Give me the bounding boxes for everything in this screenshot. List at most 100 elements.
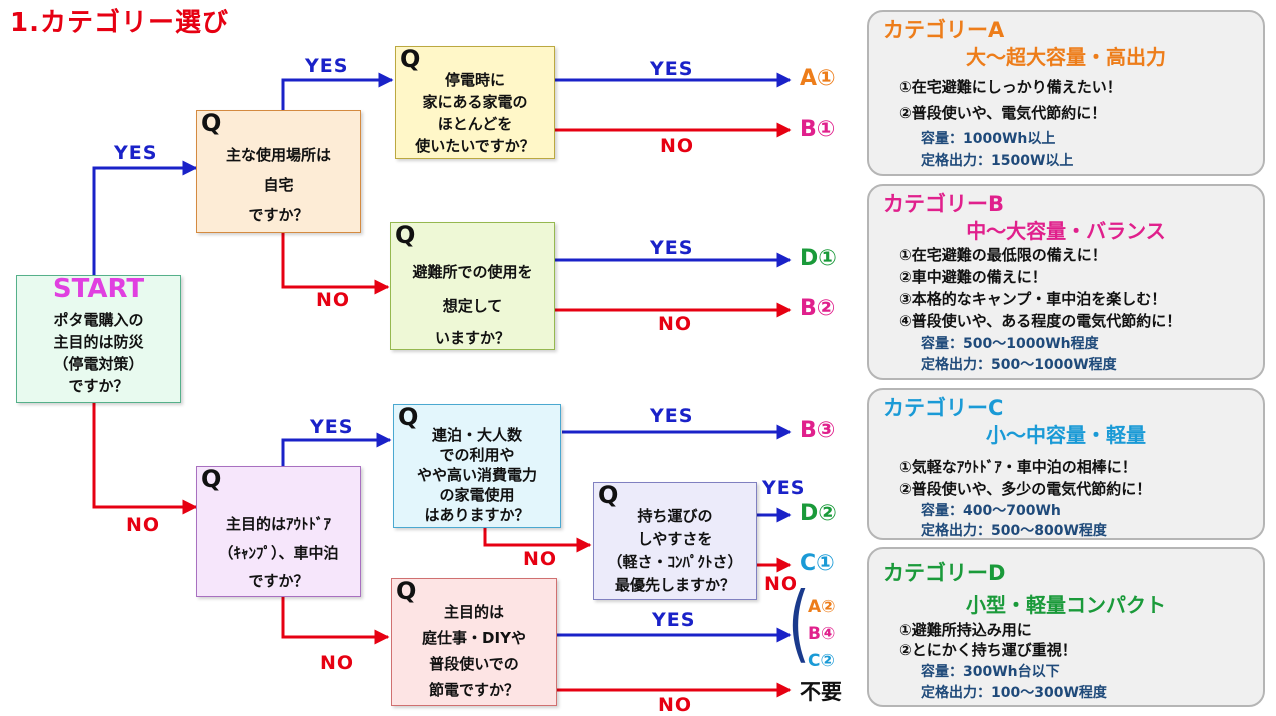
category-c-subtitle: 小～中容量・軽量 bbox=[986, 423, 1146, 447]
category-b-heading: カテゴリーB bbox=[883, 192, 1005, 216]
outdoor-yes-line bbox=[281, 432, 392, 466]
q-mark: Q bbox=[398, 403, 419, 431]
category-b-line-1: ①在宅避難の最低限の備えに！ bbox=[899, 246, 1107, 264]
q-mark: Q bbox=[201, 465, 222, 493]
question-multi-text-2: での利用や bbox=[439, 446, 515, 464]
result-b4: B④ bbox=[808, 624, 836, 644]
question-portable-text-2: しやすさを bbox=[637, 530, 713, 548]
start-text-4: ですか？ bbox=[68, 377, 129, 395]
category-d-panel: カテゴリーD 小型・軽量コンパクト ①避難所持込み用に ②とにかく持ち運び重視！… bbox=[867, 547, 1265, 707]
start-no-line bbox=[92, 403, 198, 515]
question-blackout: Q 停電時に 家にある家電の ほとんどを 使いたいですか？ bbox=[395, 45, 555, 159]
question-portable: Q 持ち運びの しやすさを （軽さ・ｺﾝﾊﾟｸﾄさ） 最優先しますか？ bbox=[593, 481, 757, 600]
category-a-heading: カテゴリーA bbox=[883, 18, 1005, 42]
result-bracket: ( bbox=[788, 575, 810, 673]
garden-yes-label: YES bbox=[652, 609, 696, 631]
question-outdoor-text-2: （ｷｬﾝﾌﾟ）、車中泊 bbox=[218, 544, 339, 562]
category-b-line-2: ②車中避難の備えに！ bbox=[899, 268, 1047, 286]
q-mark: Q bbox=[201, 109, 222, 137]
question-multi-text-5: はありますか？ bbox=[424, 506, 530, 524]
result-c2: C② bbox=[808, 651, 835, 671]
question-garden-text-3: 普段使いでの bbox=[429, 655, 519, 673]
result-not-needed: 不要 bbox=[800, 680, 842, 704]
blackout-yes-label: YES bbox=[650, 58, 694, 80]
question-portable-text-1: 持ち運びの bbox=[637, 507, 713, 525]
multi-no-label: NO bbox=[523, 548, 558, 570]
question-shelter-text-1: 避難所での使用を bbox=[412, 263, 533, 281]
question-shelter-text-3: いますか？ bbox=[434, 329, 510, 347]
question-portable-text-4: 最優先しますか？ bbox=[614, 576, 735, 594]
category-b-capacity: 容量：500～1000Wh程度 bbox=[921, 336, 1099, 352]
start-yes-line bbox=[92, 160, 198, 275]
start-label: START bbox=[52, 274, 145, 304]
question-multi-text-4: の家電使用 bbox=[439, 486, 515, 504]
blackout-no-label: NO bbox=[660, 135, 695, 157]
start-text-3: （停電対策） bbox=[53, 355, 144, 373]
category-b-subtitle: 中～大容量・バランス bbox=[966, 219, 1166, 243]
result-b3: B③ bbox=[800, 418, 836, 443]
start-no-label: NO bbox=[126, 514, 161, 536]
outdoor-no-line bbox=[281, 597, 390, 645]
start-yes-label: YES bbox=[114, 142, 158, 164]
category-a-line-2: ②普段使いや、電気代節約に！ bbox=[899, 104, 1107, 122]
category-a-panel: カテゴリーA 大～超大容量・高出力 ①在宅避難にしっかり備えたい！ ②普段使いや… bbox=[867, 10, 1265, 176]
category-c-output: 定格出力：500～800W程度 bbox=[921, 523, 1107, 539]
category-c-panel: カテゴリーC 小～中容量・軽量 ①気軽なｱｳﾄﾄﾞｱ・車中泊の相棒に！ ②普段使… bbox=[867, 388, 1265, 540]
category-d-line-1: ①避難所持込み用に bbox=[899, 621, 1032, 639]
category-a-output: 定格出力：1500W以上 bbox=[921, 153, 1074, 169]
question-blackout-text-4: 使いたいですか？ bbox=[415, 137, 535, 155]
result-a2: A② bbox=[808, 597, 836, 617]
category-d-output: 定格出力：100～300W程度 bbox=[921, 685, 1107, 701]
shelter-yes-label: YES bbox=[650, 237, 694, 259]
question-blackout-text-3: ほとんどを bbox=[437, 115, 513, 133]
question-shelter: Q 避難所での使用を 想定して いますか？ bbox=[390, 221, 555, 350]
start-text-1: ポタ電購入の bbox=[53, 311, 144, 329]
question-garden: Q 主目的は 庭仕事・DIYや 普段使いでの 節電ですか？ bbox=[391, 577, 557, 706]
category-a-line-1: ①在宅避難にしっかり備えたい！ bbox=[899, 78, 1122, 96]
start-text-2: 主目的は防災 bbox=[53, 333, 144, 351]
multi-no-line bbox=[483, 528, 592, 553]
outdoor-yes-label: YES bbox=[310, 416, 354, 438]
category-b-output: 定格出力：500～1000W程度 bbox=[921, 357, 1117, 373]
q-mark: Q bbox=[396, 577, 417, 605]
category-a-subtitle: 大～超大容量・高出力 bbox=[966, 45, 1166, 69]
category-d-capacity: 容量：300Wh台以下 bbox=[921, 664, 1060, 680]
result-d1: D① bbox=[800, 246, 837, 271]
category-a-capacity: 容量：1000Wh以上 bbox=[921, 131, 1056, 147]
home-no-label: NO bbox=[316, 289, 351, 311]
question-home-text-1: 主な使用場所は bbox=[225, 146, 331, 164]
question-blackout-text-1: 停電時に bbox=[444, 71, 505, 89]
q-mark: Q bbox=[395, 221, 416, 249]
question-home-text-3: ですか？ bbox=[248, 206, 309, 224]
outdoor-no-label: NO bbox=[320, 652, 355, 674]
question-outdoor-text-3: ですか？ bbox=[248, 572, 309, 590]
category-c-line-1: ①気軽なｱｳﾄﾄﾞｱ・車中泊の相棒に！ bbox=[899, 458, 1137, 476]
home-no-line bbox=[281, 233, 390, 295]
q-mark: Q bbox=[598, 481, 619, 509]
question-outdoor-text-1: 主目的はｱｳﾄﾄﾞｱ bbox=[225, 515, 331, 533]
question-home-text-2: 自宅 bbox=[263, 176, 294, 194]
result-a1: A① bbox=[800, 66, 836, 91]
garden-no-label: NO bbox=[658, 694, 693, 716]
category-b-panel: カテゴリーB 中～大容量・バランス ①在宅避難の最低限の備えに！ ②車中避難の備… bbox=[867, 184, 1265, 380]
shelter-no-label: NO bbox=[658, 313, 693, 335]
category-c-heading: カテゴリーC bbox=[883, 396, 1004, 420]
category-d-line-2: ②とにかく持ち運び重視！ bbox=[899, 641, 1077, 659]
result-c1: C① bbox=[800, 551, 835, 576]
result-d2: D② bbox=[800, 501, 837, 526]
category-d-subtitle: 小型・軽量コンパクト bbox=[966, 593, 1166, 617]
result-b1: B① bbox=[800, 117, 836, 142]
question-garden-text-1: 主目的は bbox=[443, 603, 504, 621]
question-garden-text-2: 庭仕事・DIYや bbox=[422, 629, 526, 647]
question-home: Q 主な使用場所は 自宅 ですか？ bbox=[196, 109, 361, 233]
q-mark: Q bbox=[400, 45, 421, 73]
home-yes-label: YES bbox=[305, 55, 349, 77]
question-outdoor: Q 主目的はｱｳﾄﾄﾞｱ （ｷｬﾝﾌﾟ）、車中泊 ですか？ bbox=[196, 465, 361, 597]
question-portable-text-3: （軽さ・ｺﾝﾊﾟｸﾄさ） bbox=[607, 553, 743, 571]
question-multi: Q 連泊・大人数 での利用や やや高い消費電力 の家電使用 はありますか？ bbox=[393, 403, 561, 528]
portable-yes-label: YES bbox=[762, 477, 806, 499]
portable-no-label: NO bbox=[764, 573, 799, 595]
home-yes-line bbox=[281, 72, 394, 110]
